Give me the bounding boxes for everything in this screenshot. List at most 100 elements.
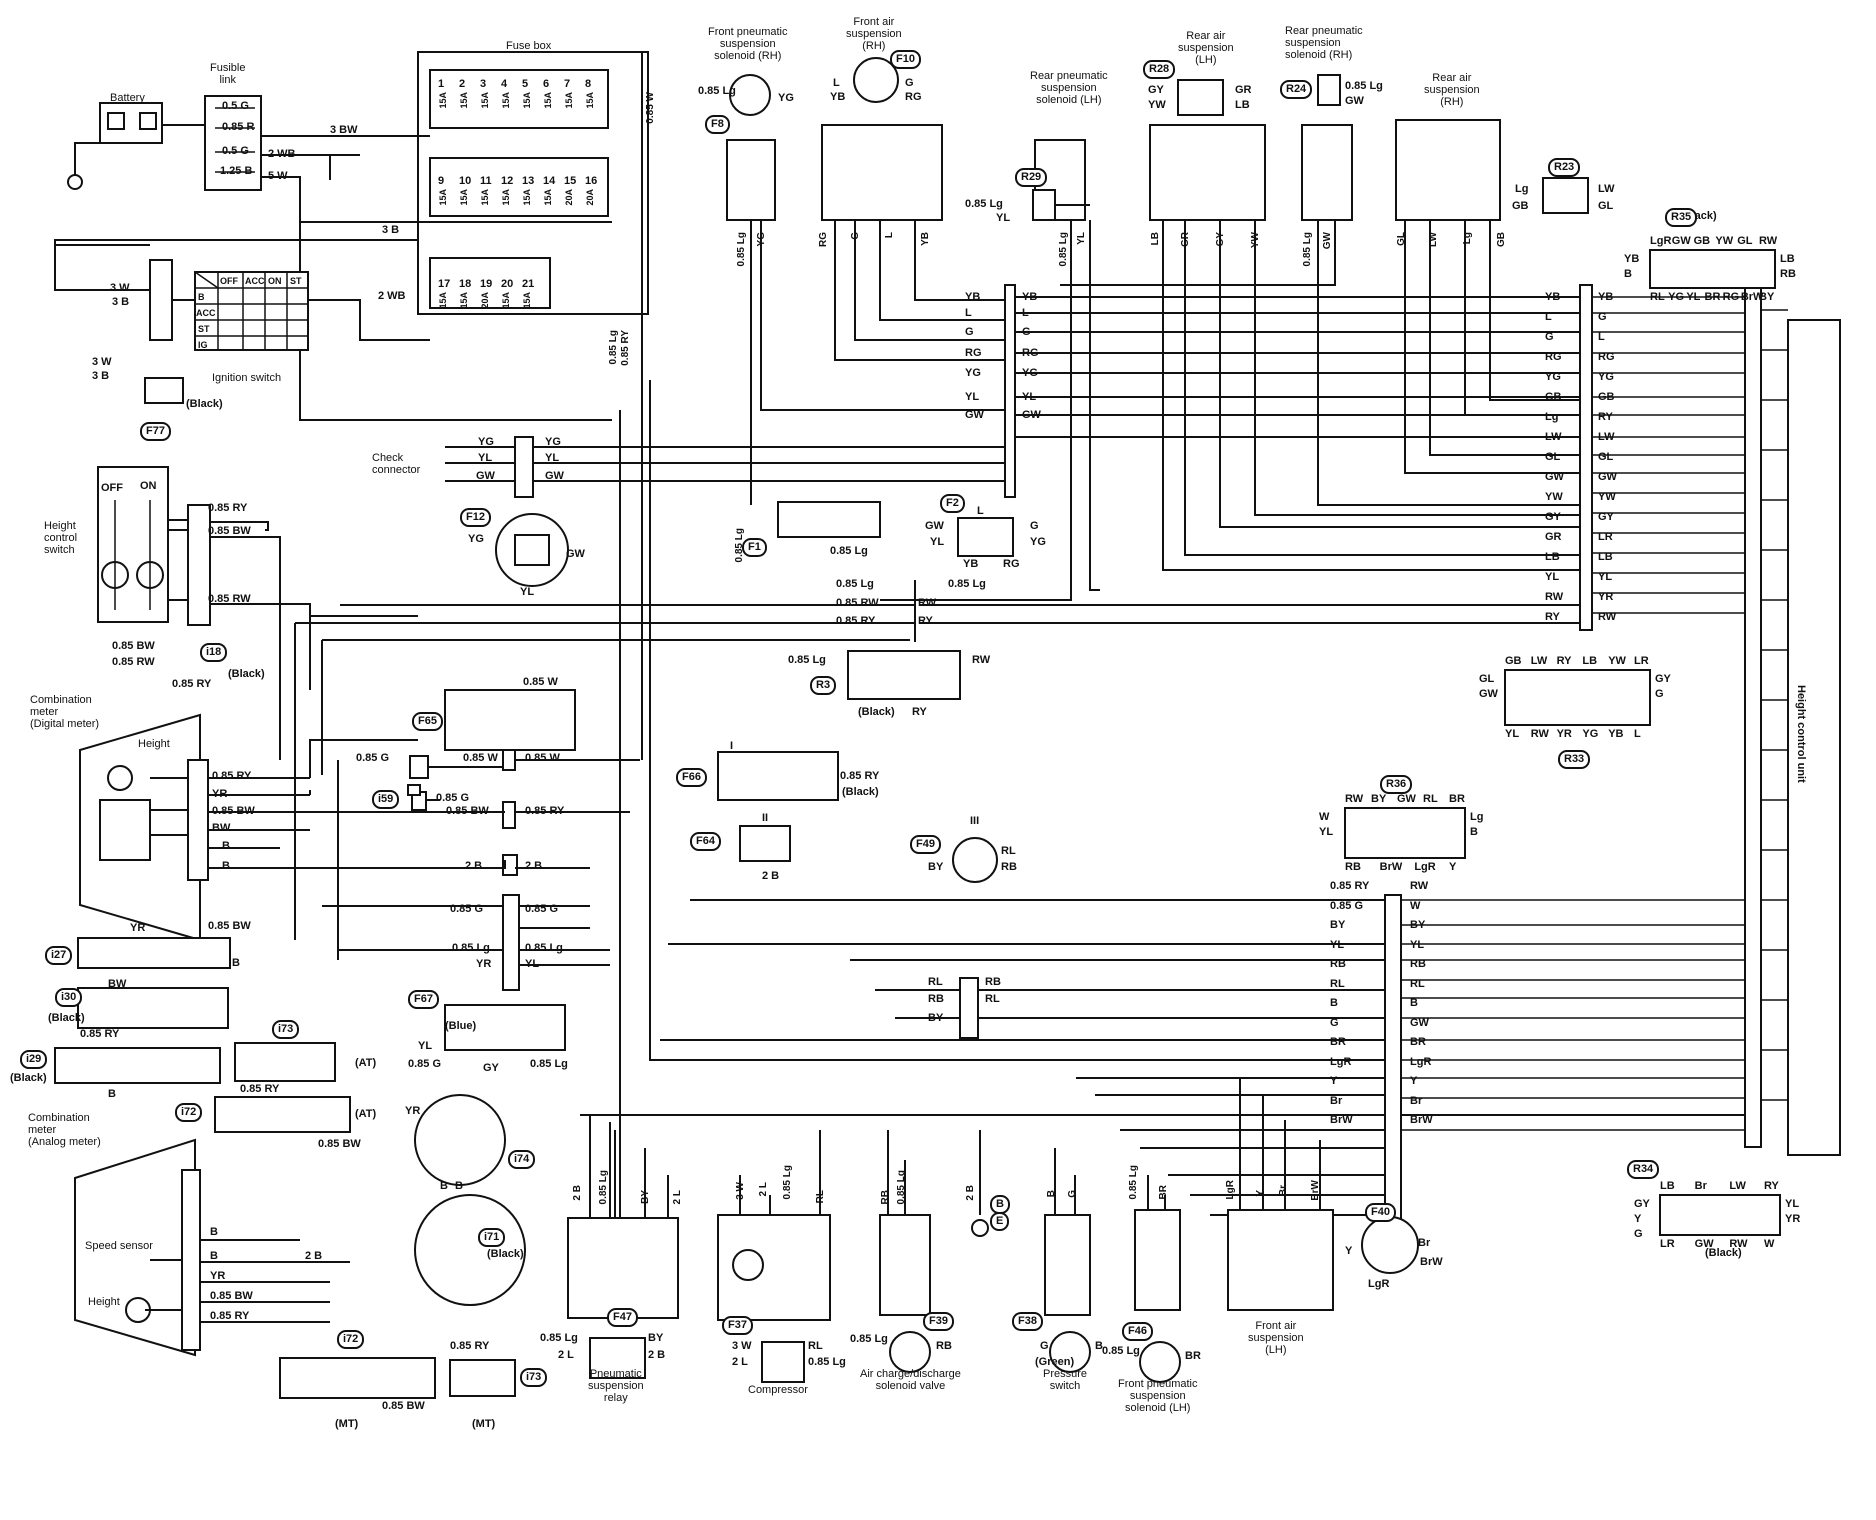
f37-connector xyxy=(761,1341,805,1383)
hcu-upper-pin-right: GY xyxy=(1598,511,1614,523)
i71-connector xyxy=(414,1194,526,1306)
i27-085bw: 0.85 BW xyxy=(208,920,251,932)
rar-lw: LW xyxy=(1428,232,1439,247)
mid-junction-block xyxy=(1004,284,1016,498)
hcu-upper-pin-left: YG xyxy=(1545,371,1561,383)
relay-085lg: 0.85 Lg xyxy=(598,1170,609,1205)
fuse-number: 6 xyxy=(543,78,550,90)
pneumatic-relay-label: Pneumatic suspension relay xyxy=(588,1368,644,1404)
hcu-upper-pin-left: GW xyxy=(1545,471,1564,483)
wire-085w-vertical: 0.85 W xyxy=(645,92,656,124)
sm-085w-2: 0.85 W xyxy=(525,752,560,764)
r28-connector-body xyxy=(1177,79,1224,116)
r35-pin-top: GW xyxy=(1671,235,1691,247)
tag-f38: F38 xyxy=(1012,1312,1043,1331)
r23-connector-body xyxy=(1542,177,1589,214)
fusible-rating-2: 0.85 R xyxy=(222,121,255,133)
i59-085ry: 0.85 RY xyxy=(525,805,565,817)
tag-f49: F49 xyxy=(910,835,941,854)
f8-yg: YG xyxy=(778,92,794,104)
r33-pin-top: RY xyxy=(1556,655,1572,667)
f2-yb: YB xyxy=(963,558,979,570)
r36-pin-top: RL xyxy=(1423,793,1438,805)
fuse-rating: 20A xyxy=(564,189,574,206)
hcu-upper-pin-left: YL xyxy=(1545,571,1560,583)
f67-yl: YL xyxy=(418,1040,433,1052)
chk-gw-left: GW xyxy=(476,470,495,482)
f49-by: BY xyxy=(928,861,944,873)
battery-pos-terminal xyxy=(139,112,157,130)
f47-2b: 2 B xyxy=(648,1349,666,1361)
ign-row-acc: ACC xyxy=(196,308,216,318)
rear-air-lh-label: Rear air suspension (LH) xyxy=(1178,30,1234,66)
frh-yg: YG xyxy=(756,232,767,247)
i71-b2: B xyxy=(455,1180,463,1192)
tag-f64: F64 xyxy=(690,832,721,851)
r35-pin-right: LB xyxy=(1780,253,1795,265)
chk-yg-left: YG xyxy=(478,436,494,448)
tag-f65: F65 xyxy=(412,712,443,731)
hcu-upper-connector xyxy=(1579,284,1593,631)
relay-2b: 2 B xyxy=(572,1185,583,1201)
r24-connector-body xyxy=(1317,74,1341,106)
front-air-lh-body xyxy=(1227,1209,1334,1311)
hcu-upper-pin-left: RW xyxy=(1545,591,1564,603)
hcu-lower-pin-right: YL xyxy=(1410,938,1425,951)
mid-pin-left: YL xyxy=(965,391,980,403)
r33-pin-right: G xyxy=(1655,688,1664,700)
fuse-number: 4 xyxy=(501,78,508,90)
hcu-upper-pin-left: RY xyxy=(1545,611,1560,623)
mid-pin-right: YG xyxy=(1022,367,1038,379)
tag-i73-at: i73 xyxy=(272,1020,300,1039)
fuse-rating: 15A xyxy=(438,292,448,309)
rear-pneumatic-lh-label: Rear pneumatic suspension solenoid (LH) xyxy=(1030,70,1108,106)
i72-mt-note: (MT) xyxy=(335,1418,359,1430)
hcu-upper-pin-left: G xyxy=(1545,331,1554,343)
iii-rl-left: RL xyxy=(928,976,943,988)
fal-brw: BrW xyxy=(1310,1180,1321,1201)
i30-bw: BW xyxy=(108,978,127,990)
mid-pin-left: L xyxy=(965,307,972,319)
chk-yl-right: YL xyxy=(545,452,560,464)
hcu-upper-pin-right: RY xyxy=(1598,411,1613,423)
fuse-rating: 15A xyxy=(459,92,469,109)
rear-air-rh-suspension xyxy=(1395,119,1501,221)
fuse-rating: 15A xyxy=(522,189,532,206)
tag-f10: F10 xyxy=(890,50,921,69)
r33-pin-left: GW xyxy=(1479,688,1498,700)
f2-yl: YL xyxy=(930,536,945,548)
f40-lgr: LgR xyxy=(1368,1278,1390,1290)
front-pneumatic-rh-label: Front pneumatic suspension solenoid (RH) xyxy=(708,26,788,62)
hcu-upper-pin-left: Lg xyxy=(1545,411,1559,423)
r35-pin-top: RW xyxy=(1759,235,1778,247)
mid-pin-left: G xyxy=(965,326,974,338)
f67-085lg: 0.85 Lg xyxy=(530,1058,568,1070)
hcu-lower-pin-right: BrW xyxy=(1410,1114,1433,1126)
f38-green-note: (Green) xyxy=(1035,1356,1075,1368)
tag-r35: R35 xyxy=(1665,208,1698,227)
relay-by: BY xyxy=(640,1190,651,1204)
pressure-switch-label: Pressure switch xyxy=(1043,1368,1088,1392)
f37-3w: 3 W xyxy=(732,1340,752,1352)
ral-gr: GR xyxy=(1180,232,1191,247)
dm-b1: B xyxy=(222,840,230,852)
tag-f37: F37 xyxy=(722,1316,753,1335)
mid-pin-right: GW xyxy=(1022,409,1041,421)
ignition-switch-label: Ignition switch xyxy=(212,372,282,384)
r34-pin-left: G xyxy=(1634,1228,1643,1240)
hcu-upper-pin-left: L xyxy=(1545,311,1552,323)
tag-f2: F2 xyxy=(940,494,965,513)
f67-connector xyxy=(444,1004,566,1051)
rear-pneumatic-rh-solenoid xyxy=(1301,124,1353,221)
r36-connector xyxy=(1344,807,1466,859)
wire-2wb-2: 2 WB xyxy=(378,290,406,302)
rar-gl: GL xyxy=(1396,232,1407,246)
fuse-rating: 15A xyxy=(459,292,469,309)
hcu-lower-pin-left: Y xyxy=(1330,1075,1338,1087)
hcu-lower-pin-left: B xyxy=(1330,997,1338,1009)
r35-pin-bottom: YL xyxy=(1686,291,1701,303)
analog-height-label: Height xyxy=(88,1296,120,1308)
mid-rw: RW xyxy=(918,597,937,609)
ii-2b-right: 2 B xyxy=(525,860,543,872)
fuse-number: 20 xyxy=(501,278,514,290)
